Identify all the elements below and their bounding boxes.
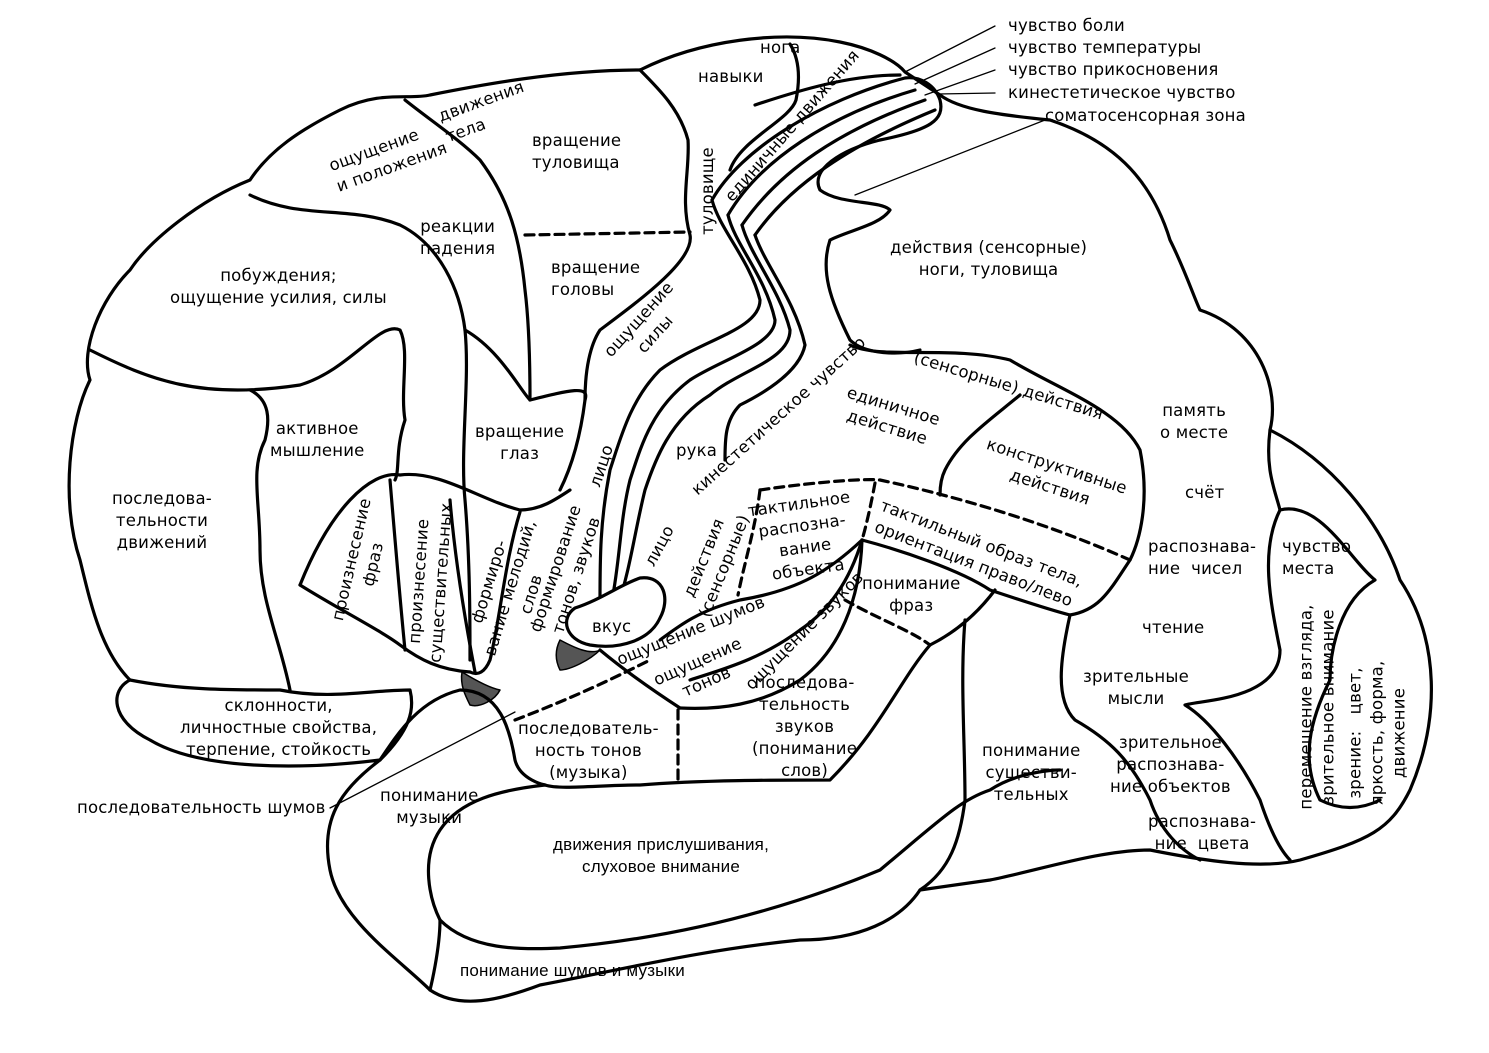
region-tone-sequence: последователь- ность тонов (музыка) [518, 719, 659, 782]
region-skills: навыки [698, 67, 764, 86]
region-eye-rotation: вращение глаз [475, 422, 565, 463]
region-movement-sequences: последова- тельности движений [112, 489, 212, 552]
region-place-memory: память о месте [1160, 401, 1229, 442]
region-noun-understanding: понимание существи- тельных [982, 741, 1081, 804]
region-legs-trunk-actions: действия (сенсорные) ноги, туловища [890, 238, 1088, 279]
region-vision: зрение: цвет, яркость, форма, движение [1345, 660, 1409, 806]
region-gaze-shift: перемещение взгляда, зрительное внимание [1296, 604, 1338, 810]
region-place-sense: чувство места [1282, 537, 1352, 578]
region-fall-reactions: реакции падения [420, 217, 496, 258]
region-hand: рука [676, 441, 718, 460]
callout-noise-sequence: последовательность шумов [77, 798, 326, 817]
region-head-rotation: вращение головы [551, 258, 641, 299]
callout-somatosensory-zone: соматосенсорная зона [1045, 106, 1246, 125]
region-reading: чтение [1142, 618, 1205, 637]
outer-contour [67, 35, 1433, 1003]
callout-touch-sense: чувство прикосновения [1008, 60, 1219, 79]
callout-kinesthetic-sense: кинестетическое чувство [1008, 83, 1236, 102]
region-phrase-understanding: понимание фраз [862, 574, 961, 615]
region-counting: счёт [1185, 483, 1225, 502]
region-listening-movements: движения прислушивания, слуховое внимани… [553, 835, 770, 876]
region-sound-sequence: последова- тельность звуков (понимание с… [752, 673, 858, 780]
region-number-recognition: распознава- ние чисел [1148, 537, 1257, 578]
region-inclinations: склонности, личностные свойства, терпени… [180, 696, 378, 759]
region-active-thinking: активное мышление [270, 419, 365, 460]
callout-pain-sense: чувство боли [1008, 16, 1125, 35]
region-urges-effort: побуждения; ощущение усилия, силы [170, 266, 387, 307]
region-taste: вкус [592, 617, 632, 636]
region-leg: нога [760, 38, 801, 57]
region-trunk: туловище [697, 147, 717, 235]
region-object-recognition: зрительное распознава- ние объектов [1110, 733, 1231, 796]
region-color-recognition: распознава- ние цвета [1148, 812, 1257, 853]
region-noise-music-understanding: понимание шумов и музыки [460, 961, 685, 980]
region-visual-thoughts: зрительные мысли [1083, 667, 1189, 708]
callout-temperature-sense: чувство температуры [1008, 38, 1202, 57]
region-tactile-recognition: тактильное распозна- вание объекта [746, 487, 852, 584]
region-trunk-rotation: вращение туловища [532, 131, 622, 172]
region-music-understanding: понимание музыки [380, 786, 479, 827]
